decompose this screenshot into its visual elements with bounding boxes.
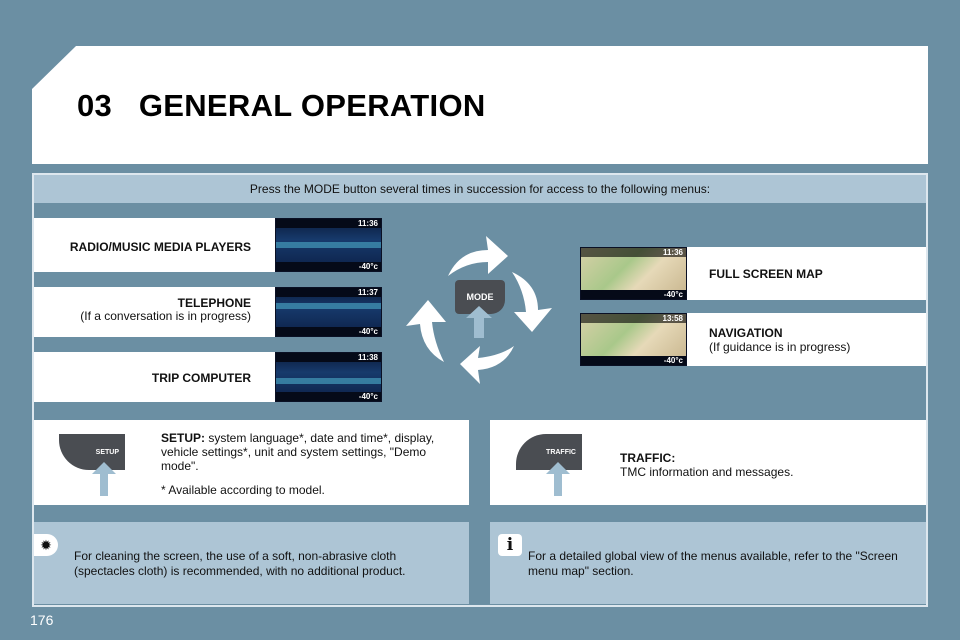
intro-text: Press the MODE button several times in s…	[34, 175, 926, 203]
arrow-icon	[406, 300, 446, 362]
lightbulb-icon: ✹	[34, 534, 58, 556]
arrow-icon	[448, 236, 508, 276]
menu-navigation: NAVIGATION(If guidance is in progress)	[687, 313, 926, 366]
menu-label: NAVIGATION	[709, 326, 783, 340]
header-panel	[32, 46, 928, 164]
press-arrow-icon	[546, 462, 570, 496]
map-screen: 11:36 -40°c	[580, 247, 687, 300]
menu-label: TELEPHONE	[177, 296, 251, 310]
menu-telephone: TELEPHONE(If a conversation is in progre…	[34, 287, 275, 337]
footnote: * Available according to model.	[161, 483, 325, 497]
screen-time: 11:37	[276, 288, 381, 297]
setup-box: SETUP SETUP: system language*, date and …	[34, 420, 469, 505]
telephone-screen: 11:37 -40°c	[275, 287, 382, 337]
menu-full-screen-map: FULL SCREEN MAP	[687, 247, 926, 300]
menu-note: (If a conversation is in progress)	[80, 309, 251, 323]
info-box: i For a detailed global view of the menu…	[490, 522, 926, 604]
traffic-box: TRAFFIC TRAFFIC:TMC information and mess…	[490, 420, 926, 505]
setup-button: SETUP	[59, 434, 125, 470]
chapter-title: GENERAL OPERATION	[138, 88, 486, 123]
traffic-text: TMC information and messages.	[620, 465, 794, 479]
info-text: For a detailed global view of the menus …	[528, 549, 898, 578]
traffic-button: TRAFFIC	[516, 434, 582, 470]
screen-temp: -40°c	[276, 327, 381, 336]
press-arrow-icon	[92, 462, 116, 496]
page-title: 03 GENERAL OPERATION	[77, 88, 486, 124]
info-icon: i	[498, 534, 522, 556]
setup-title: SETUP:	[161, 431, 206, 445]
setup-description: SETUP: system language*, date and time*,…	[161, 431, 461, 473]
tip-text: For cleaning the screen, the use of a so…	[74, 549, 406, 578]
menu-trip-computer: TRIP COMPUTER	[34, 352, 275, 402]
traffic-description: TRAFFIC:TMC information and messages.	[620, 451, 793, 479]
menu-label: FULL SCREEN MAP	[709, 267, 823, 281]
menu-note: (If guidance is in progress)	[709, 340, 851, 354]
page-number: 176	[30, 612, 54, 628]
screen-time: 11:36	[276, 219, 381, 228]
menu-radio: RADIO/MUSIC MEDIA PLAYERS	[34, 218, 275, 272]
tip-box: ✹ For cleaning the screen, the use of a …	[34, 522, 469, 604]
radio-screen: 11:36 -40°c	[275, 218, 382, 272]
screen-temp: -40°c	[581, 356, 686, 365]
menu-label: RADIO/MUSIC MEDIA PLAYERS	[69, 240, 251, 254]
menu-label: TRIP COMPUTER	[151, 371, 251, 385]
screen-temp: -40°c	[276, 392, 381, 401]
setup-text: system language*, date and time*, displa…	[161, 431, 435, 473]
mode-cycle-arrows	[406, 236, 552, 384]
trip-screen: 11:38 -40°c	[275, 352, 382, 402]
chapter-number: 03	[77, 88, 113, 123]
screen-time: 11:38	[276, 353, 381, 362]
screen-time: 13:58	[581, 314, 686, 323]
traffic-title: TRAFFIC:	[620, 451, 676, 465]
screen-time: 11:36	[581, 248, 686, 257]
screen-temp: -40°c	[581, 290, 686, 299]
navigation-screen: 13:58 -40°c	[580, 313, 687, 366]
press-arrow-icon	[466, 306, 492, 338]
screen-temp: -40°c	[276, 262, 381, 271]
arrow-icon	[460, 346, 514, 384]
arrow-icon	[512, 272, 552, 332]
